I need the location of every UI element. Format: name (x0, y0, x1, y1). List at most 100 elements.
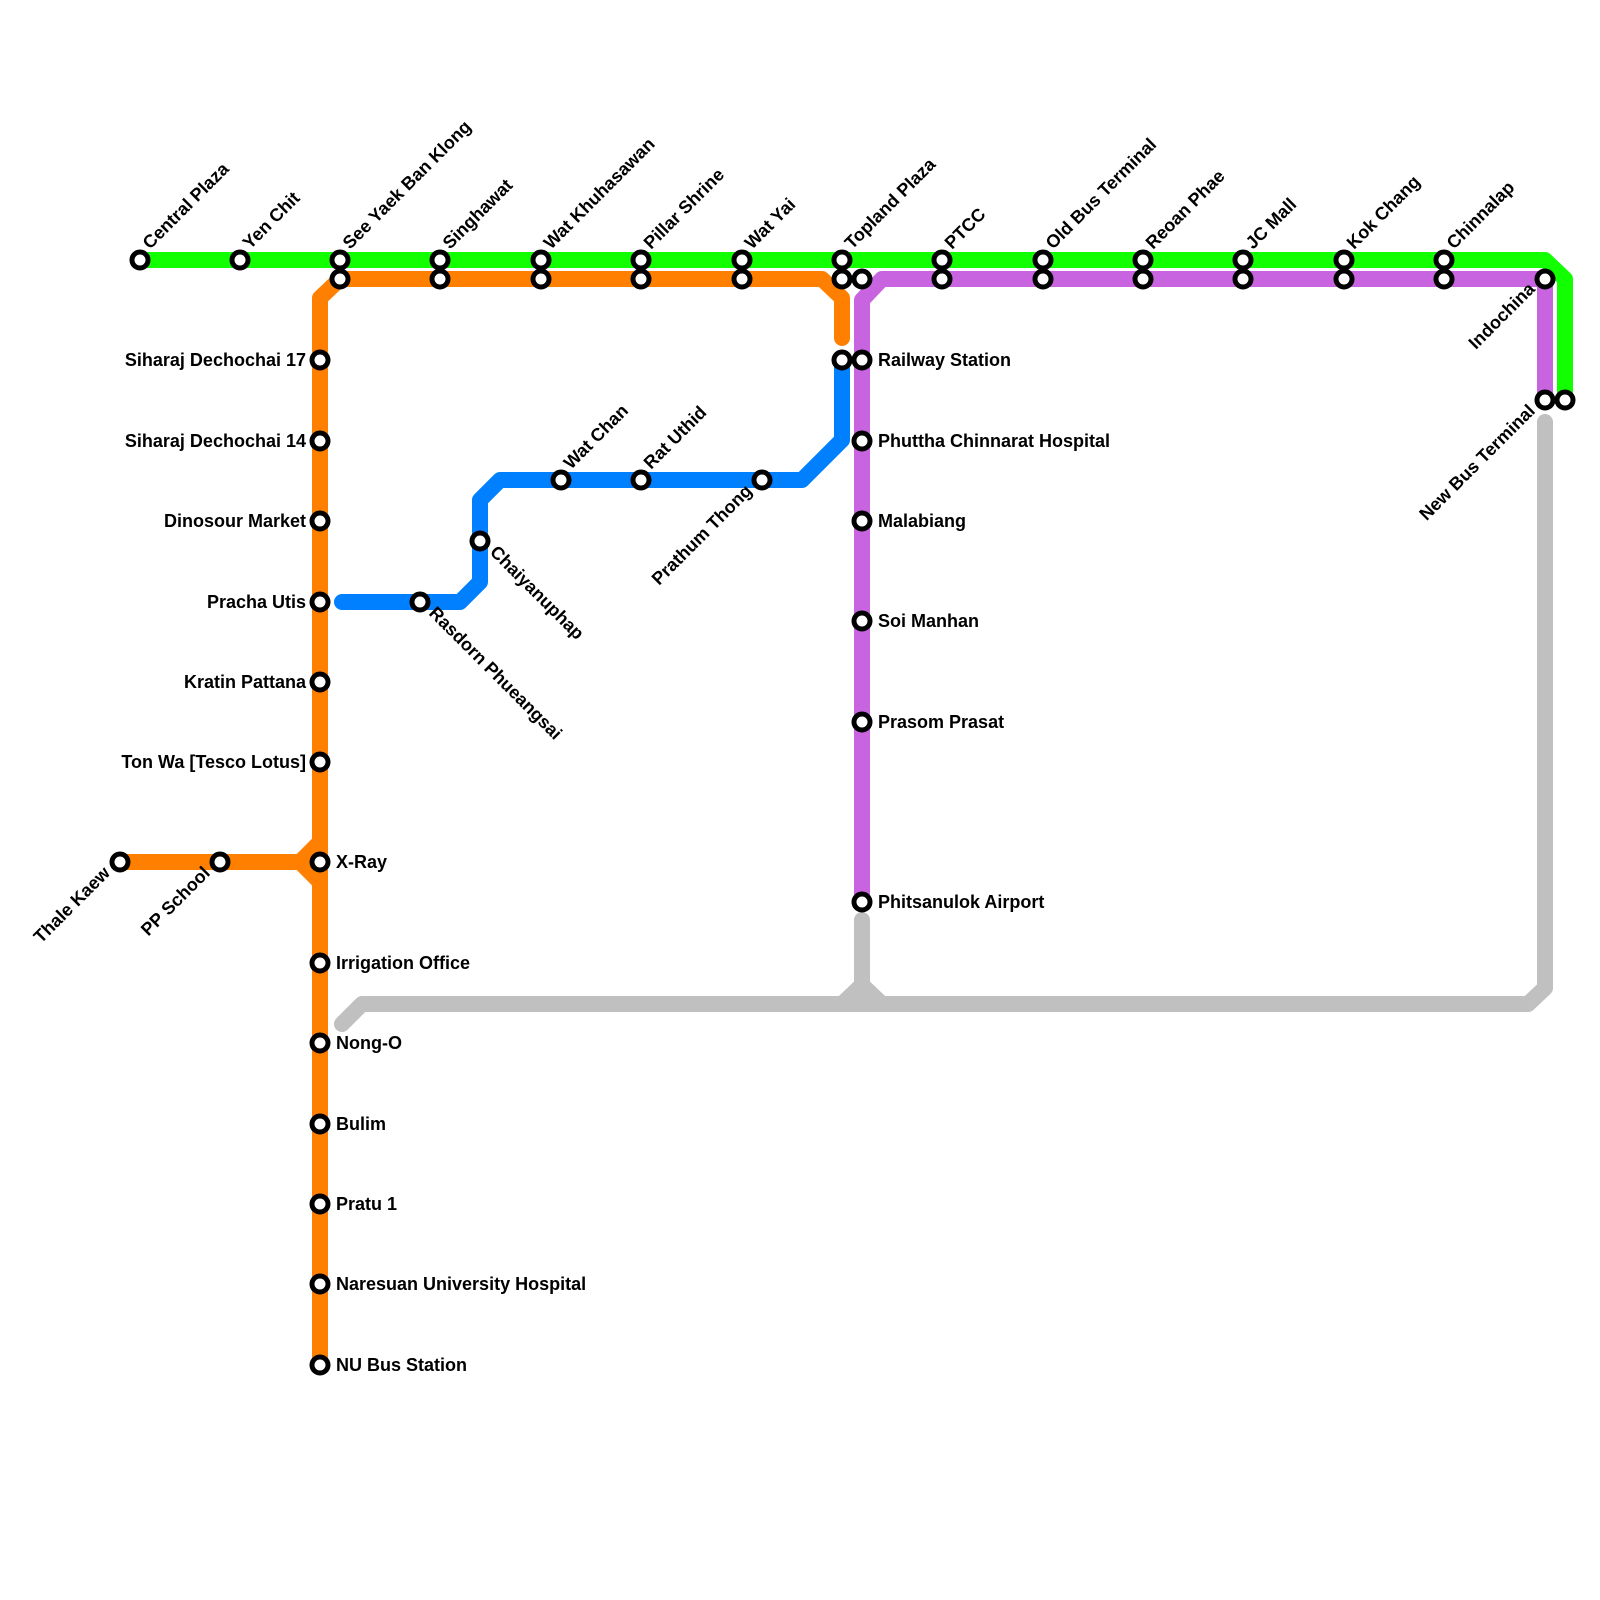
station-dinosour-market[interactable] (309, 510, 331, 532)
station-ptcc-green[interactable] (931, 249, 953, 271)
label-old-bus-terminal: Old Bus Terminal (1042, 134, 1161, 253)
station-wat-khuhasawan-green[interactable] (530, 249, 552, 271)
station-railway-station-purple[interactable] (851, 349, 873, 371)
label-nu-bus-station: NU Bus Station (336, 1355, 467, 1375)
orange-line (312, 271, 850, 1370)
label-soi-manhan: Soi Manhan (878, 611, 979, 631)
label-bulim: Bulim (336, 1114, 386, 1134)
station-bulim[interactable] (309, 1113, 331, 1135)
label-pillar-shrine: Pillar Shrine (640, 164, 728, 252)
station-phitsanulok-airport[interactable] (851, 891, 873, 913)
station-chinnalap-green[interactable] (1433, 249, 1455, 271)
station-pp-school[interactable] (209, 851, 231, 873)
station-reoan-phae-purple[interactable] (1132, 268, 1154, 290)
label-yen-chit: Yen Chit (239, 188, 304, 253)
station-topland-plaza-purple[interactable] (851, 268, 873, 290)
station-reoan-phae-green[interactable] (1132, 249, 1154, 271)
station-new-bus-terminal-green[interactable] (1554, 389, 1576, 411)
station-railway-station-blue[interactable] (831, 349, 853, 371)
station-jc-mall-green[interactable] (1232, 249, 1254, 271)
station-pillar-shrine-green[interactable] (630, 249, 652, 271)
label-dinosour-market: Dinosour Market (164, 511, 306, 531)
label-rat-uthid: Rat Uthid (640, 402, 711, 473)
station-chaiyanuphap[interactable] (469, 530, 491, 552)
station-singhawat-orange[interactable] (429, 268, 451, 290)
label-central-plaza: Central Plaza (139, 158, 234, 253)
label-new-bus-terminal: New Bus Terminal (1415, 401, 1539, 525)
station-markers (109, 249, 1576, 1376)
label-siharaj-17: Siharaj Dechochai 17 (125, 350, 306, 370)
label-wat-khuhasawan: Wat Khuhasawan (540, 134, 659, 253)
station-irrigation-office[interactable] (309, 952, 331, 974)
station-rasdorn-phueangsai[interactable] (409, 591, 431, 613)
station-kok-chang-green[interactable] (1333, 249, 1355, 271)
label-phuttha-chinnarat-hospital: Phuttha Chinnarat Hospital (878, 431, 1110, 451)
blue-line (334, 354, 850, 610)
station-siharaj-14[interactable] (309, 430, 331, 452)
station-nong-o[interactable] (309, 1032, 331, 1054)
station-labels: Central Plaza Yen Chit See Yaek Ban Klon… (30, 117, 1540, 1375)
station-soi-manhan[interactable] (851, 610, 873, 632)
station-central-plaza[interactable] (129, 249, 151, 271)
station-wat-chan[interactable] (550, 469, 572, 491)
station-nu-hospital[interactable] (309, 1273, 331, 1295)
label-irrigation-office: Irrigation Office (336, 953, 470, 973)
station-old-bus-terminal-green[interactable] (1032, 249, 1054, 271)
station-pratu-1[interactable] (309, 1193, 331, 1215)
station-yen-chit[interactable] (229, 249, 251, 271)
station-see-yaek-ban-klong-green[interactable] (329, 249, 351, 271)
station-topland-plaza-green[interactable] (831, 249, 853, 271)
label-pratu-1: Pratu 1 (336, 1194, 397, 1214)
label-chinnalap: Chinnalap (1443, 177, 1519, 253)
station-see-yaek-ban-klong-orange[interactable] (329, 268, 351, 290)
station-pillar-shrine-orange[interactable] (630, 268, 652, 290)
station-ton-wa[interactable] (309, 751, 331, 773)
label-pracha-utis: Pracha Utis (207, 592, 306, 612)
station-wat-yai-orange[interactable] (731, 268, 753, 290)
orange-line-branch (112, 834, 328, 890)
station-indochina[interactable] (1534, 268, 1556, 290)
station-chinnalap-purple[interactable] (1433, 268, 1455, 290)
station-jc-mall-purple[interactable] (1232, 268, 1254, 290)
label-kok-chang: Kok Chang (1343, 172, 1424, 253)
station-wat-khuhasawan-orange[interactable] (530, 268, 552, 290)
grey-line (334, 414, 1553, 1032)
label-prathum-thong: Prathum Thong (648, 481, 756, 589)
label-rasdorn-phueangsai: Rasdorn Phueangsai (425, 603, 566, 744)
label-nong-o: Nong-O (336, 1033, 402, 1053)
label-wat-chan: Wat Chan (560, 400, 632, 472)
label-ptcc: PTCC (941, 204, 990, 253)
label-x-ray: X-Ray (336, 852, 387, 872)
label-thale-kaew: Thale Kaew (30, 862, 115, 947)
station-phuttha-chinnarat-hospital[interactable] (851, 430, 873, 452)
station-new-bus-terminal-purple[interactable] (1534, 389, 1556, 411)
station-prasom-prasat[interactable] (851, 711, 873, 733)
station-x-ray[interactable] (309, 851, 331, 873)
label-railway-station: Railway Station (878, 350, 1011, 370)
station-kratin-pattana[interactable] (309, 671, 331, 693)
station-kok-chang-purple[interactable] (1333, 268, 1355, 290)
purple-line (854, 271, 1553, 908)
station-pracha-utis[interactable] (309, 591, 331, 613)
station-topland-plaza-orange[interactable] (831, 268, 853, 290)
station-siharaj-17[interactable] (309, 349, 331, 371)
grey-line-branch (834, 912, 890, 1012)
label-nu-hospital: Naresuan University Hospital (336, 1274, 586, 1294)
label-chaiyanuphap: Chaiyanuphap (486, 542, 588, 644)
label-indochina: Indochina (1465, 278, 1540, 353)
station-nu-bus-station[interactable] (309, 1354, 331, 1376)
station-singhawat-green[interactable] (429, 249, 451, 271)
station-ptcc-purple[interactable] (931, 268, 953, 290)
station-old-bus-terminal-purple[interactable] (1032, 268, 1054, 290)
station-rat-uthid[interactable] (630, 469, 652, 491)
station-thale-kaew[interactable] (109, 851, 131, 873)
label-pp-school: PP School (137, 863, 214, 940)
label-singhawat: Singhawat (439, 175, 517, 253)
label-siharaj-14: Siharaj Dechochai 14 (125, 431, 306, 451)
label-wat-yai: Wat Yai (741, 194, 800, 253)
station-malabiang[interactable] (851, 510, 873, 532)
station-prathum-thong[interactable] (751, 469, 773, 491)
label-ton-wa: Ton Wa [Tesco Lotus] (121, 752, 306, 772)
station-wat-yai-green[interactable] (731, 249, 753, 271)
